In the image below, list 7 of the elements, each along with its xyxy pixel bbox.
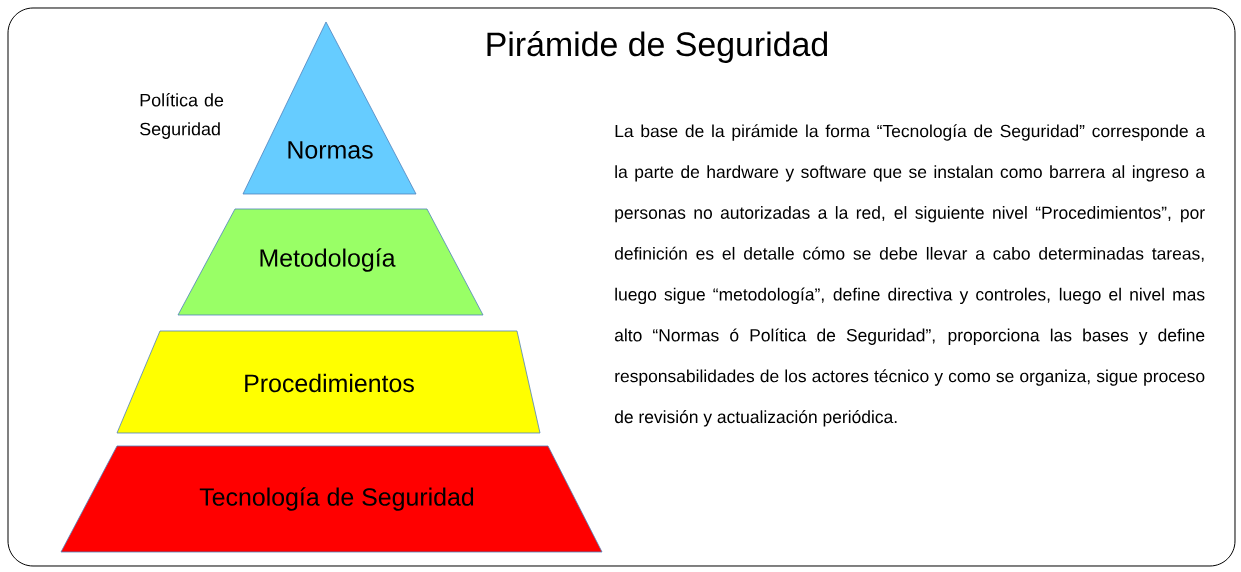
pyramid-level: Procedimientos bbox=[116, 330, 541, 434]
pyramid-level: Metodología bbox=[177, 208, 484, 316]
pyramid-level: Normas bbox=[242, 21, 417, 195]
title: Pirámide de Seguridad bbox=[487, 31, 827, 63]
side-label: Política de Seguridad bbox=[140, 93, 224, 139]
pyramid-level: Tecnología de Seguridad bbox=[60, 445, 603, 553]
description-paragraph: La base de la pirámide la forma “Tecnología de Seguridad” corresponde a la parte de hardware y software que se instalan como barrera al ingreso a personas no autorizadas a la red, el siguiente nivel “Procedimientos”, por definición es el detalle cómo se debe llevar a cabo determinadas tareas, luego sigue “metodología”, define directiva y controles, luego el nivel mas alto “Normas ó Política de Seguridad”, proporciona las bases y define responsabilidades de los actores técnico y como se organiza, sigue proceso de revisión y actualización periódica. bbox=[614, 124, 1206, 427]
